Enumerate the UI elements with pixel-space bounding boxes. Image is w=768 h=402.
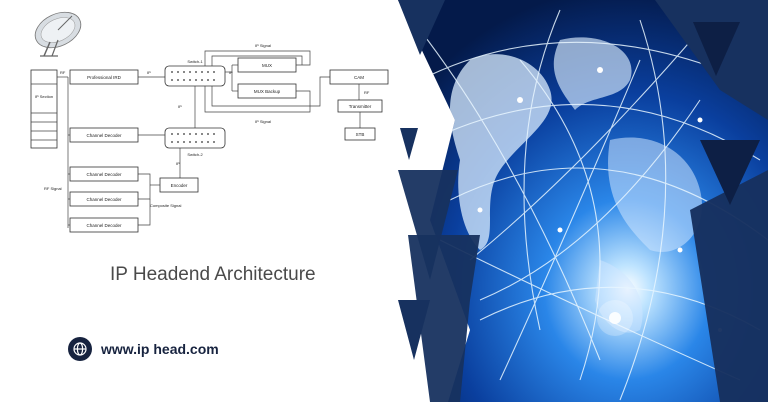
- ip-signal-bottom-label: IP Signal: [255, 119, 271, 124]
- stb-box: [344, 127, 376, 141]
- ip-section-rack: IP Section: [30, 69, 58, 149]
- navy-triangle: [398, 300, 430, 360]
- channel-decoder-4-label: Channel Decoder: [86, 223, 122, 228]
- mux-backup-label: MUX Backup: [254, 89, 281, 94]
- composite-signal-label: Composite Signal: [150, 203, 181, 208]
- network-globe-image: [398, 0, 768, 402]
- ip-signal-top-label: IP Signal: [255, 43, 271, 48]
- channel-decoder-3-label: Channel Decoder: [86, 197, 122, 202]
- encoder-label: Encoder: [171, 183, 188, 188]
- switch2-box: [164, 127, 226, 149]
- channel-decoder-1-label: Channel Decoder: [86, 133, 122, 138]
- ip-label-3: IP: [178, 104, 182, 109]
- stb-label: STB: [356, 132, 365, 137]
- navy-triangle: [398, 170, 458, 280]
- switch1-label: Switch-1: [187, 59, 203, 64]
- cam-label: CAM: [354, 75, 364, 80]
- ip-label-4: IP: [176, 161, 180, 166]
- navy-triangle: [400, 128, 418, 160]
- ip-section-label: IP Section: [35, 94, 53, 99]
- navy-triangle: [398, 0, 445, 55]
- rf-cam-label: RF: [364, 90, 370, 95]
- channel-decoder-2-label: Channel Decoder: [86, 172, 122, 177]
- ip-label-2: IP: [229, 70, 233, 75]
- architecture-diagram: IP Section RF RF Signal Professional IRD…: [30, 11, 389, 233]
- switch2-label: Switch-2: [187, 152, 203, 157]
- switch1-box: [164, 65, 226, 87]
- rf-signal-label: RF Signal: [44, 186, 62, 191]
- website-label[interactable]: www.ip head.com: [100, 341, 219, 357]
- navy-triangle: [700, 140, 760, 205]
- navy-triangle: [408, 235, 480, 402]
- mux-label: MUX: [262, 63, 272, 68]
- navy-triangle: [693, 22, 740, 76]
- rf-label: RF: [60, 70, 66, 75]
- website-link[interactable]: www.ip head.com: [68, 337, 219, 361]
- globe-icon: [73, 342, 87, 356]
- transmitter-label: Transmitter: [349, 104, 372, 109]
- satellite-dish-icon: [34, 11, 82, 57]
- navy-triangle: [690, 170, 768, 402]
- diagram-caption: IP Headend Architecture: [110, 264, 316, 285]
- professional-ird-label: Professional IRD: [87, 75, 122, 80]
- ip-label-1: IP: [147, 70, 151, 75]
